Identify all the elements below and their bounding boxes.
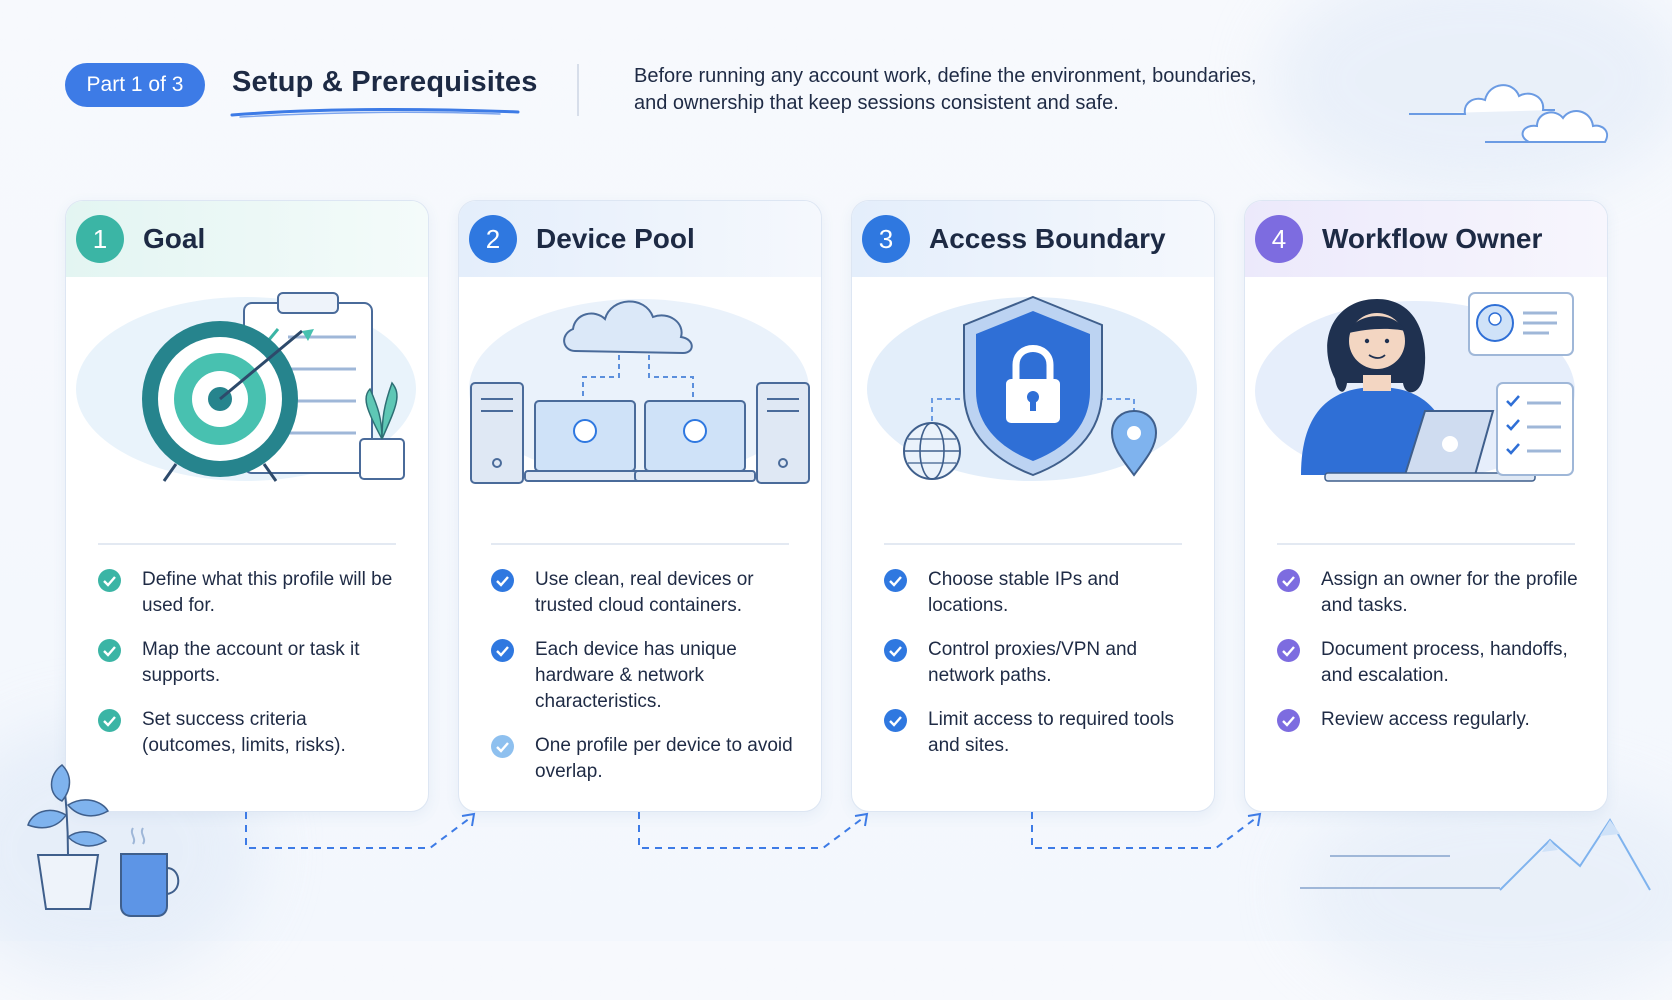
bullet-text: Assign an owner for the profile and task… [1321, 569, 1578, 616]
list-item: Choose stable IPs and locations. [884, 567, 1189, 619]
bullet-text: Limit access to required tools and sites… [928, 709, 1175, 756]
card-title: Workflow Owner [1322, 223, 1543, 254]
intro-line-2: and ownership that keep sessions consist… [634, 92, 1119, 114]
card-workflow-owner: 4 Workflow Owner Assign an owner for the… [1244, 200, 1608, 812]
coffee-mug-icon [120, 827, 180, 917]
card-divider [1277, 543, 1575, 545]
check-icon [884, 639, 907, 662]
bullet-text: Review access regularly. [1321, 709, 1530, 730]
bullet-text: Use clean, real devices or trusted cloud… [535, 569, 754, 616]
bullet-list: Choose stable IPs and locations. Control… [884, 567, 1189, 777]
list-item: Assign an owner for the profile and task… [1277, 567, 1582, 619]
step-number: 4 [1255, 215, 1303, 263]
card-goal: 1 Goal Define what this profile will be … [65, 200, 429, 812]
bullet-list: Assign an owner for the profile and task… [1277, 567, 1582, 751]
card-divider [98, 543, 396, 545]
list-item: Define what this profile will be used fo… [98, 567, 403, 619]
clouds-icon [1409, 84, 1609, 143]
check-icon [491, 735, 514, 758]
plant-icon [27, 764, 110, 910]
card-device-pool: 2 Device Pool Use clean, real devices or… [458, 200, 822, 812]
bullet-text: One profile per device to avoid overlap. [535, 735, 793, 782]
page-title: Setup & Prerequisites [232, 66, 538, 98]
bullet-text: Set success criteria (outcomes, limits, … [142, 709, 346, 756]
card-title: Access Boundary [929, 223, 1166, 254]
header-divider [577, 64, 579, 116]
list-item: Each device has unique hardware & networ… [491, 637, 796, 715]
step-number: 2 [469, 215, 517, 263]
bullet-text: Define what this profile will be used fo… [142, 569, 393, 616]
bullet-text: Map the account or task it supports. [142, 639, 360, 686]
mountains-icon [1300, 818, 1651, 891]
bullet-text: Document process, handoffs, and escalati… [1321, 639, 1568, 686]
card-header: 4 Workflow Owner [1245, 201, 1607, 277]
bullet-text: Control proxies/VPN and network paths. [928, 639, 1138, 686]
card-header: 2 Device Pool [459, 201, 821, 277]
connector-arrow [245, 812, 476, 849]
check-icon [884, 569, 907, 592]
check-icon [884, 709, 907, 732]
owner-laptop-icon [1255, 292, 1575, 482]
list-item: Map the account or task it supports. [98, 637, 403, 689]
check-icon [1277, 639, 1300, 662]
header: Part 1 of 3 Setup & Prerequisites Before… [0, 0, 1672, 150]
list-item: Control proxies/VPN and network paths. [884, 637, 1189, 689]
check-icon [1277, 709, 1300, 732]
target-clipboard-icon [76, 292, 416, 482]
cloud-devices-icon [469, 299, 810, 484]
card-divider [491, 543, 789, 545]
intro-line-1: Before running any account work, define … [634, 65, 1257, 87]
intro-text: Before running any account work, define … [634, 63, 1324, 117]
list-item: One profile per device to avoid overlap. [491, 733, 796, 785]
list-item: Limit access to required tools and sites… [884, 707, 1189, 759]
bullet-text: Choose stable IPs and locations. [928, 569, 1120, 616]
check-icon [98, 709, 121, 732]
card-access-boundary: 3 Access Boundary Choose stable IPs and … [851, 200, 1215, 812]
card-title: Goal [143, 223, 206, 254]
card-header: 3 Access Boundary [852, 201, 1214, 277]
connector-arrow [638, 812, 869, 849]
list-item: Set success criteria (outcomes, limits, … [98, 707, 403, 759]
card-divider [884, 543, 1182, 545]
step-number: 3 [862, 215, 910, 263]
list-item: Review access regularly. [1277, 707, 1582, 733]
check-icon [491, 639, 514, 662]
bullet-text: Each device has unique hardware & networ… [535, 639, 737, 712]
check-icon [1277, 569, 1300, 592]
check-icon [491, 569, 514, 592]
check-icon [98, 569, 121, 592]
card-title: Device Pool [536, 223, 695, 254]
title-underline [230, 108, 520, 118]
bullet-list: Use clean, real devices or trusted cloud… [491, 567, 796, 803]
shield-lock-icon [867, 295, 1197, 481]
check-icon [98, 639, 121, 662]
list-item: Document process, handoffs, and escalati… [1277, 637, 1582, 689]
connector-arrow [1031, 812, 1262, 849]
step-number: 1 [76, 215, 124, 263]
card-header: 1 Goal [66, 201, 428, 277]
part-badge: Part 1 of 3 [65, 63, 205, 107]
list-item: Use clean, real devices or trusted cloud… [491, 567, 796, 619]
bullet-list: Define what this profile will be used fo… [98, 567, 403, 777]
